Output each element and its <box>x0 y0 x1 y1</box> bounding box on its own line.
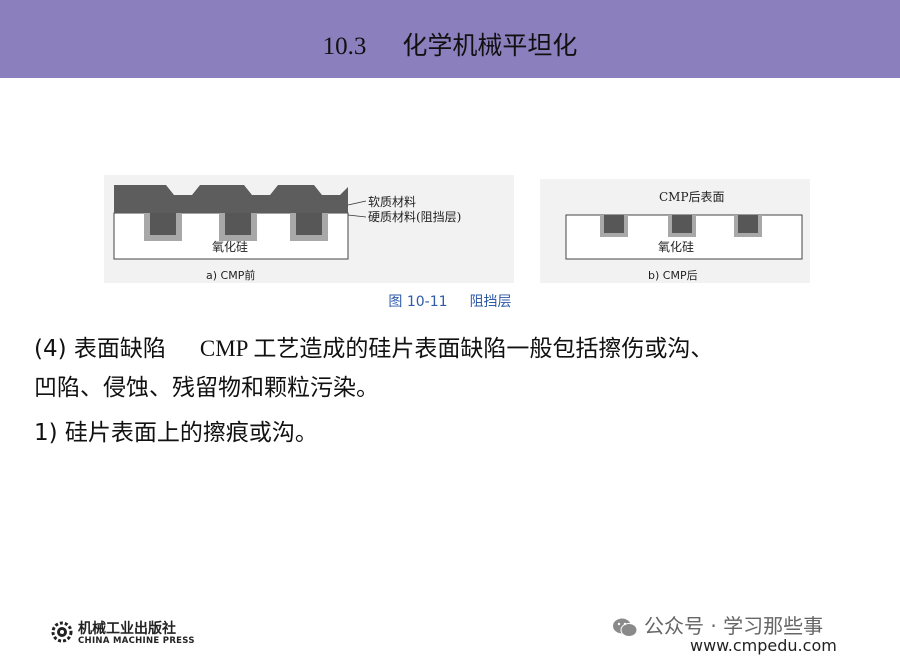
section-title: 化学机械平坦化 <box>402 31 578 60</box>
wechat-watermark: 公众号 · 学习那些事 <box>612 610 824 638</box>
label-hard-material: 硬质材料(阻挡层) <box>368 210 461 224</box>
figure-caption-number: 图 10-11 <box>388 294 448 310</box>
section-heading-surface-defects: (4) 表面缺陷 <box>34 336 166 362</box>
diagram-before-cmp: 软质材料 硬质材料(阻挡层) 氧化硅 a) CMP前 <box>104 175 514 283</box>
label-soft-material: 软质材料 <box>368 195 416 209</box>
page-title: 10.3 化学机械平坦化 <box>0 26 900 62</box>
label-oxide-right: 氧化硅 <box>658 240 694 254</box>
caption-a: a) CMP前 <box>206 268 255 282</box>
publisher-name-cn: 机械工业出版社 <box>78 621 176 637</box>
paragraph-line-2: 凹陷、侵蚀、残留物和颗粒污染。 <box>34 375 379 401</box>
paragraph-text-1: CMP 工艺造成的硅片表面缺陷一般包括擦伤或沟、 <box>199 336 714 361</box>
paragraph-line-1: (4) 表面缺陷 CMP 工艺造成的硅片表面缺陷一般包括擦伤或沟、 <box>34 335 713 364</box>
figure-caption: 图 10-11 阻挡层 <box>0 291 900 311</box>
publisher-name-en: CHINA MACHINE PRESS <box>78 636 195 646</box>
wechat-icon <box>613 618 638 637</box>
website-url: www.cmpedu.com <box>690 636 837 655</box>
figure-caption-title: 阻挡层 <box>469 294 512 310</box>
paragraph-line-3: 1) 硅片表面上的擦痕或沟。 <box>34 420 318 446</box>
section-number: 10.3 <box>322 33 367 60</box>
gear-icon <box>51 621 73 643</box>
label-oxide-left: 氧化硅 <box>212 240 248 254</box>
wechat-account-text: 公众号 · 学习那些事 <box>644 614 824 638</box>
header-bar: 10.3 化学机械平坦化 <box>0 0 900 78</box>
figure-barrier-layer: 软质材料 硬质材料(阻挡层) 氧化硅 a) CMP前 CMP后表面 氧化硅 b)… <box>104 175 810 283</box>
caption-b: b) CMP后 <box>648 269 698 282</box>
label-after-surface: CMP后表面 <box>659 190 725 204</box>
diagram-after-cmp: CMP后表面 氧化硅 b) CMP后 <box>540 179 810 283</box>
publisher-logo: 机械工业出版社 CHINA MACHINE PRESS <box>50 618 210 650</box>
